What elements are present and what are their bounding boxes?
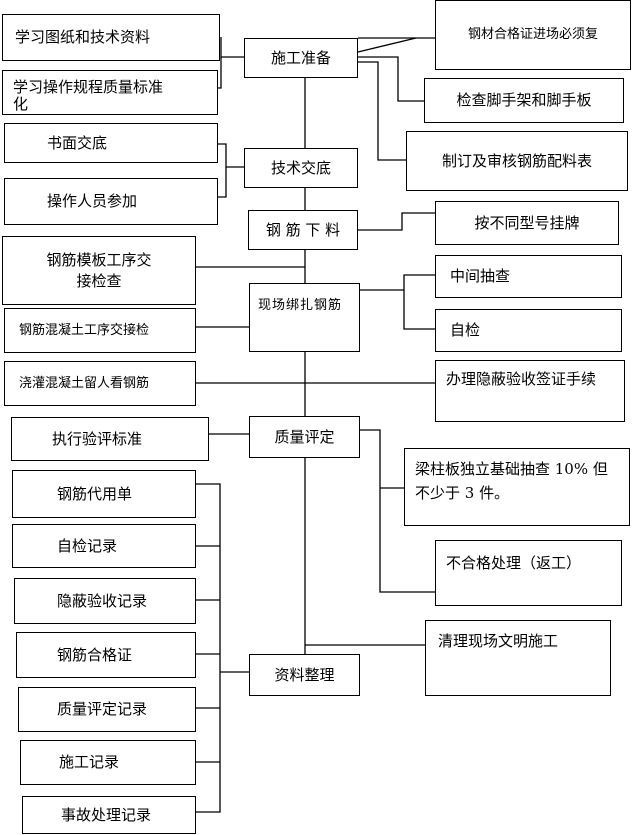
- written-briefing-box: 书面交底: [4, 123, 218, 163]
- quality-step-label: 质量评定: [274, 427, 335, 446]
- rework-label: 不合格处理（返工）: [446, 554, 582, 572]
- tech-brief-step-label: 技术交底: [270, 158, 331, 177]
- sampling-box: 梁柱板独立基础抽查 10% 但不少于 3 件。: [404, 448, 630, 526]
- written-briefing-label: 书面交底: [47, 133, 108, 152]
- check-scaffold-label: 检查脚手架和脚手板: [456, 91, 592, 110]
- self-check-box: 自检: [435, 309, 622, 352]
- rebar-schedule-label: 制订及审核钢筋配料表: [441, 151, 592, 170]
- record-item: 钢筋代用单: [12, 470, 196, 518]
- record-item: 事故处理记录: [22, 796, 196, 834]
- hidden-acceptance-box: 办理隐蔽验收签证手续: [435, 360, 625, 422]
- tech-brief-step: 技术交底: [244, 148, 358, 188]
- record-item-label: 自检记录: [57, 536, 118, 555]
- operators-join-label: 操作人员参加: [47, 192, 138, 211]
- record-item-label: 施工记录: [59, 753, 120, 772]
- concrete-handover-box: 钢筋混凝土工序交接检: [4, 308, 196, 353]
- tag-by-type-label: 按不同型号挂牌: [474, 213, 580, 232]
- binding-step: 现场绑扎钢筋: [249, 283, 360, 352]
- record-item-label: 钢筋代用单: [57, 484, 133, 503]
- rework-box: 不合格处理（返工）: [435, 540, 622, 606]
- study-drawings-label: 学习图纸和技术资料: [15, 28, 151, 47]
- tag-by-type-box: 按不同型号挂牌: [435, 201, 619, 245]
- exec-standard-label: 执行验评标准: [52, 429, 143, 448]
- prep-step-label: 施工准备: [270, 48, 331, 67]
- concrete-handover-label: 钢筋混凝土工序交接检: [19, 322, 150, 338]
- quality-step: 质量评定: [249, 416, 360, 458]
- docs-step-label: 资料整理: [274, 665, 335, 684]
- study-rules-box: 学习操作规程质量标准 化: [2, 70, 218, 115]
- operators-join-box: 操作人员参加: [4, 178, 218, 225]
- self-check-label: 自检: [450, 321, 481, 340]
- record-item-label: 钢筋合格证: [57, 645, 133, 664]
- prep-step: 施工准备: [244, 38, 358, 78]
- check-scaffold-box: 检查脚手架和脚手板: [424, 78, 624, 123]
- hidden-acceptance-label: 办理隐蔽验收签证手续: [446, 370, 597, 388]
- record-item: 自检记录: [12, 524, 196, 568]
- record-item: 隐蔽验收记录: [14, 578, 196, 624]
- rebar-schedule-box: 制订及审核钢筋配料表: [406, 131, 628, 191]
- sampling-label: 梁柱板独立基础抽查 10% 但不少于 3 件。: [415, 460, 608, 502]
- docs-step: 资料整理: [249, 654, 360, 696]
- exec-standard-box: 执行验评标准: [11, 417, 209, 461]
- record-item-label: 事故处理记录: [61, 805, 152, 824]
- record-item-label: 隐蔽验收记录: [57, 591, 148, 610]
- steel-recheck-box: 钢材合格证进场必须复: [435, 0, 631, 70]
- record-item: 质量评定记录: [18, 687, 196, 732]
- cutting-step-label: 钢 筋 下 料: [265, 220, 341, 239]
- site-cleanup-box: 清理现场文明施工: [425, 620, 611, 696]
- formwork-handover-box: 钢筋模板工序交接检查: [2, 236, 196, 305]
- cutting-step: 钢 筋 下 料: [248, 210, 358, 250]
- record-item: 钢筋合格证: [16, 632, 196, 678]
- pour-watch-label: 浇灌混凝土留人看钢筋: [19, 375, 150, 391]
- formwork-handover-label: 钢筋模板工序交接检查: [46, 251, 152, 290]
- mid-spot-check-box: 中间抽查: [435, 255, 622, 298]
- record-item-label: 质量评定记录: [57, 700, 148, 719]
- study-drawings-box: 学习图纸和技术资料: [2, 14, 220, 61]
- pour-watch-box: 浇灌混凝土留人看钢筋: [4, 361, 196, 406]
- study-rules-label: 学习操作规程质量标准: [13, 78, 164, 96]
- binding-step-label: 现场绑扎钢筋: [258, 298, 343, 313]
- mid-spot-check-label: 中间抽查: [450, 267, 511, 286]
- record-item: 施工记录: [20, 740, 196, 785]
- site-cleanup-label: 清理现场文明施工: [438, 632, 559, 650]
- study-rules-tail: 化: [13, 94, 29, 113]
- steel-recheck-label: 钢材合格证进场必须复: [467, 27, 598, 43]
